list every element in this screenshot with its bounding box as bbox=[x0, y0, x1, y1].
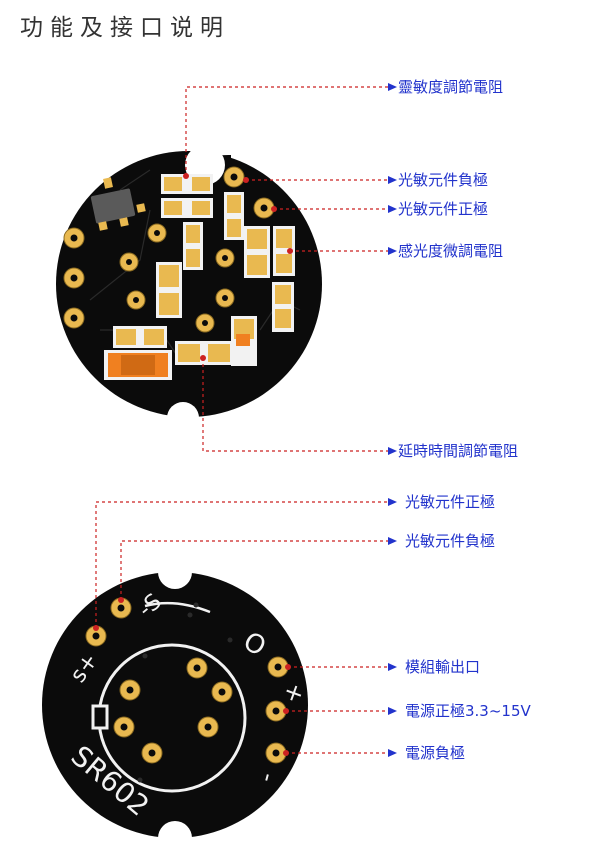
label-sensitivity-resistor: 靈敏度調節電阻 bbox=[398, 78, 504, 96]
pcb-top-view bbox=[56, 145, 322, 434]
label-power-negative: 電源負極 bbox=[405, 744, 466, 762]
pcb-bottom-view: s+ -S O + - SR602 bbox=[42, 555, 308, 851]
label-power-positive: 電源正極3.3~15V bbox=[405, 702, 531, 720]
label-photo-negative-top: 光敏元件負極 bbox=[398, 171, 489, 189]
label-delay-resistor: 延時時間調節電阻 bbox=[398, 442, 519, 460]
ic-chip bbox=[90, 177, 146, 231]
label-module-output: 模組輸出口 bbox=[405, 658, 481, 676]
page-title: 功能及接口说明 bbox=[20, 15, 230, 41]
label-photo-positive-top: 光敏元件正極 bbox=[398, 200, 489, 218]
label-photo-negative-bottom: 光敏元件負極 bbox=[405, 532, 496, 550]
bottom-leader-lines bbox=[95, 501, 388, 754]
label-photo-positive-bottom: 光敏元件正極 bbox=[405, 493, 496, 511]
top-leader-lines bbox=[185, 86, 388, 452]
smd-components bbox=[104, 174, 295, 380]
label-light-fine-tune: 感光度微調電阻 bbox=[398, 242, 504, 260]
